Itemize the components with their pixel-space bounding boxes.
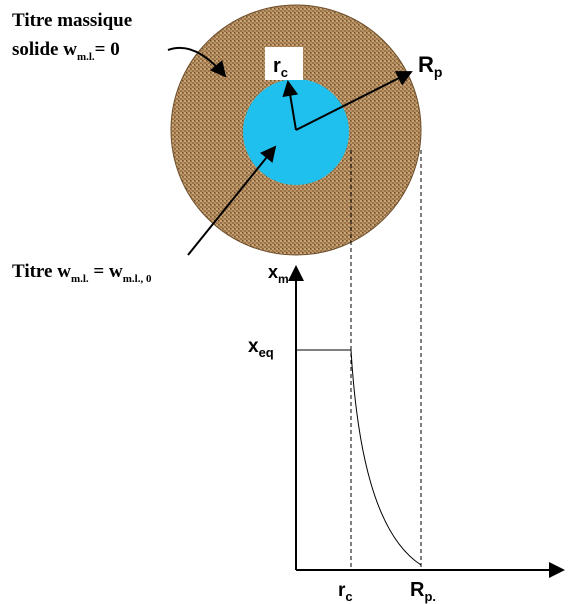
x-tick-rp: Rp. bbox=[410, 579, 436, 604]
y-axis-label: xm bbox=[268, 262, 289, 286]
x-tick-rc: rc bbox=[338, 580, 353, 604]
rp-label: Rp bbox=[418, 52, 442, 80]
concentration-curve bbox=[351, 350, 421, 565]
outer-label-line1: Titre massique bbox=[12, 10, 132, 31]
xeq-label: xeq bbox=[248, 336, 274, 360]
outer-label-line2: solide wm.l.= 0 bbox=[12, 39, 120, 63]
particle-core bbox=[243, 79, 349, 185]
inner-label: Titre wm.l. = wm.l., 0 bbox=[12, 261, 152, 285]
